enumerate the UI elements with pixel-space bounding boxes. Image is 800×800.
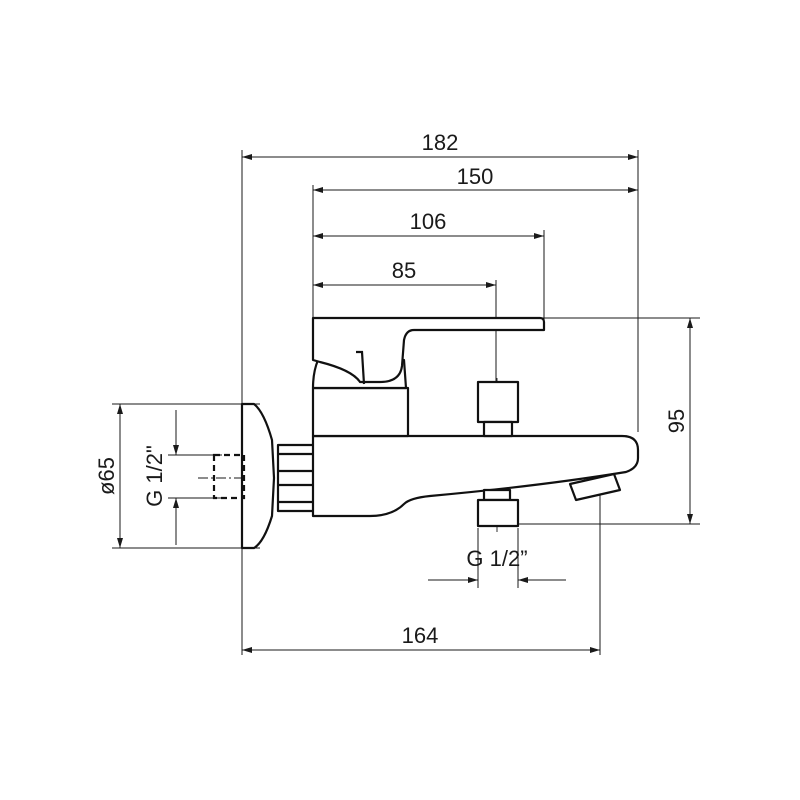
- dim-label-flange-diameter: ø65: [94, 457, 119, 495]
- outlet-neck: [482, 488, 512, 502]
- dim-label-spout-reach: 164: [402, 623, 439, 648]
- outlet-fitting: [476, 498, 520, 528]
- dim-label-lever-length: 106: [410, 209, 447, 234]
- wall-flange: [240, 402, 276, 550]
- dim-label-body-width: 150: [457, 164, 494, 189]
- valve-body: [311, 386, 410, 438]
- diverter-knob: [476, 380, 520, 424]
- dimension-labels: 182 150 106 85 95 ø65 G 1/2" G 1/2” 164: [94, 130, 689, 648]
- diverter-stem: [482, 420, 514, 438]
- dim-label-diverter-position: 85: [392, 258, 416, 283]
- dim-label-outlet-thread: G 1/2”: [466, 546, 527, 571]
- dim-label-overall-width: 182: [422, 130, 459, 155]
- spout-body: [311, 434, 640, 518]
- lever-handle: [311, 316, 546, 384]
- faucet-outline: [212, 316, 640, 550]
- lever-notch: [356, 350, 366, 385]
- dimension-lines: [117, 154, 693, 653]
- dim-label-inlet-thread: G 1/2": [142, 445, 167, 507]
- inlet-pipe: [212, 453, 246, 500]
- spout-aerator: [568, 472, 622, 502]
- dim-label-height: 95: [664, 409, 689, 433]
